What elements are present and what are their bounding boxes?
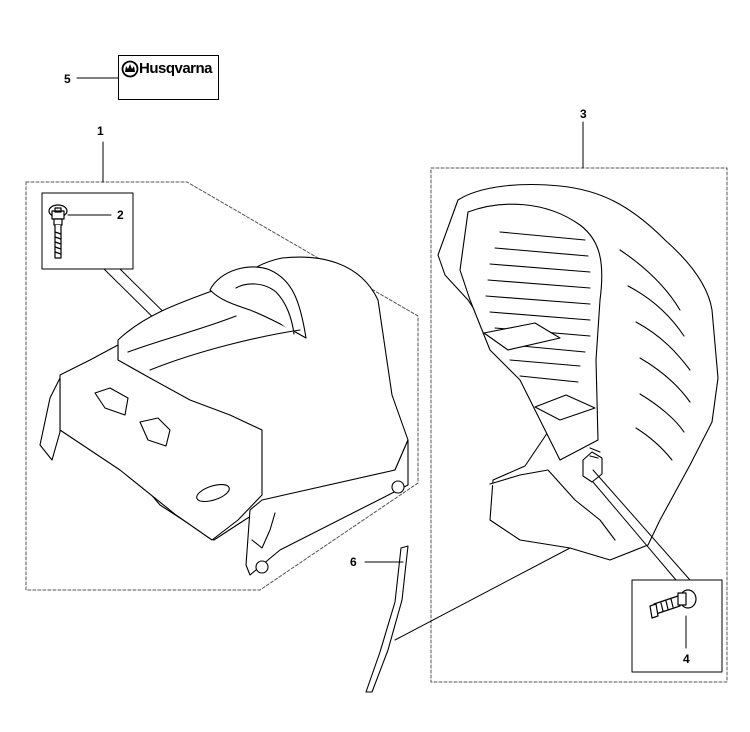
callout-6: 6 (350, 555, 357, 569)
screw-4-icon (649, 589, 697, 619)
callout-2: 2 (117, 208, 124, 222)
husqvarna-crown-icon (121, 60, 139, 78)
leader-6-to-cover (394, 547, 571, 641)
strip-6 (365, 545, 409, 693)
cylinder-cover-1 (39, 256, 409, 576)
group-outline-1 (25, 181, 419, 591)
fan-cover-3 (437, 184, 719, 561)
callout-3: 3 (580, 107, 587, 121)
sub-box-2 (41, 192, 134, 270)
brand-label: Husqvarna (118, 55, 219, 100)
screw-2-icon (48, 204, 68, 259)
leader-4-b (592, 469, 691, 581)
sub-box-4 (631, 579, 723, 673)
group-outline-3 (430, 167, 728, 683)
brand-name: Husqvarna (139, 60, 213, 77)
callout-4: 4 (683, 652, 690, 666)
callout-5: 5 (64, 72, 71, 86)
leader-4-a (592, 481, 677, 581)
callout-1: 1 (97, 124, 104, 138)
